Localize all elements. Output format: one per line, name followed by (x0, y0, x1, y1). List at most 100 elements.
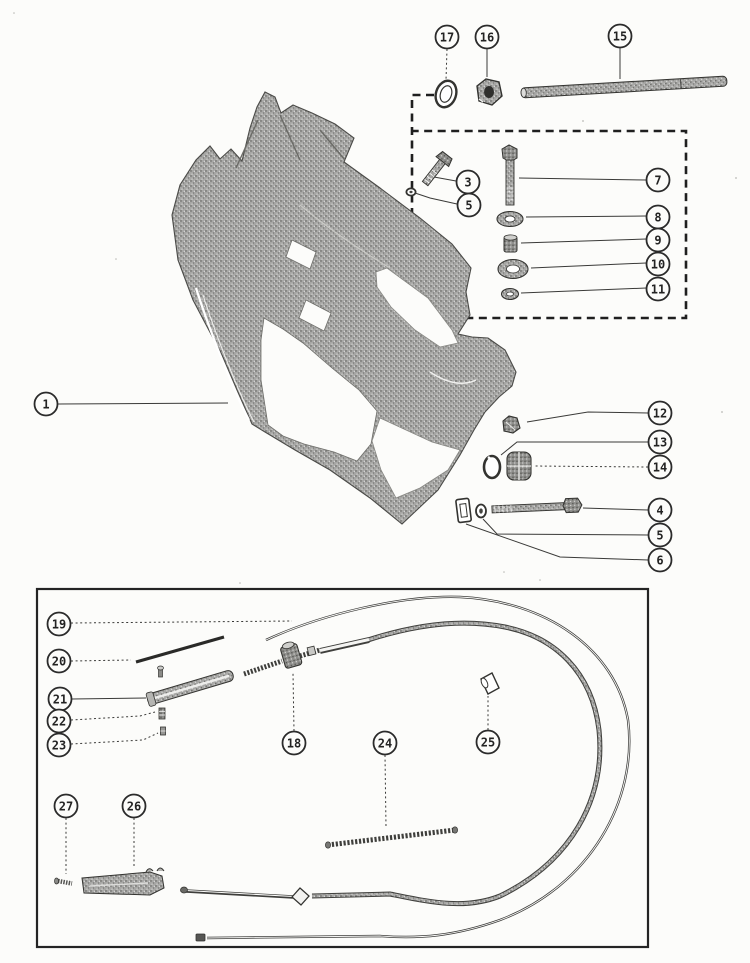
callout-leader (71, 697, 147, 700)
bracket-seam (299, 204, 391, 269)
tube-15 (520, 75, 728, 99)
callout-circle (121, 793, 147, 819)
callout-number: 26 (127, 799, 141, 813)
callout-leader (526, 411, 649, 423)
callout-25: 25 (475, 696, 501, 755)
mounting-bracket (171, 91, 517, 525)
guide-tube-21 (145, 665, 234, 707)
callout-number: 16 (480, 30, 494, 44)
bracket-center-opening (260, 317, 378, 462)
callout-5: 5 (482, 518, 673, 548)
bracket-body (171, 91, 517, 525)
callout-number: 3 (464, 175, 471, 189)
callout-leader (533, 465, 649, 468)
callout-10: 10 (530, 251, 671, 277)
callout-circle (46, 708, 72, 734)
callout-number: 10 (651, 257, 665, 271)
washer-17 (434, 79, 458, 109)
callout-number: 24 (378, 736, 392, 750)
callout-16: 16 (474, 24, 500, 77)
callout-circle (645, 251, 671, 277)
cable-housing-texture (311, 621, 602, 906)
nut-12 (502, 415, 521, 434)
callout-leader (384, 754, 387, 828)
bracket-foot-seam (429, 371, 477, 384)
callout-leader (57, 402, 229, 405)
bracket-lower-gap (371, 417, 461, 499)
callout-11: 11 (520, 276, 671, 302)
callout-leader (582, 507, 649, 511)
callout-12: 12 (526, 400, 673, 426)
callout-number: 6 (656, 553, 663, 567)
bolt-4 (491, 497, 583, 514)
callout-leader (70, 732, 159, 745)
callout-circle (645, 227, 671, 253)
callout-17: 17 (434, 24, 460, 81)
callout-circle (434, 24, 460, 50)
callout-leader (433, 176, 457, 182)
callout-circle (647, 547, 673, 573)
callout-leader (70, 711, 156, 721)
fitting-22 (158, 707, 166, 720)
callout-24: 24 (372, 730, 398, 828)
callout-1: 1 (33, 391, 229, 417)
callout-circle (281, 730, 307, 756)
callout-21: 21 (47, 686, 147, 712)
spacer-14 (506, 451, 532, 481)
scan-specks (13, 12, 737, 584)
callout-circle (474, 24, 500, 50)
cable-connector-nub (306, 645, 317, 657)
callout-leader (518, 177, 647, 181)
cable-core-highlight (206, 596, 630, 939)
callout-number: 22 (52, 714, 66, 728)
callout-number: 9 (654, 233, 661, 247)
callout-leader (414, 192, 458, 205)
clip-6 (455, 497, 472, 524)
callout-circle (46, 648, 72, 674)
callout-circle (33, 391, 59, 417)
callout-18: 18 (281, 672, 307, 756)
bracket-upper-right-notch (375, 267, 459, 348)
callout-4: 4 (582, 497, 673, 523)
guide-screw (157, 665, 164, 678)
callout-leader (70, 659, 132, 662)
callout-circle (607, 23, 633, 49)
threaded-rod-24 (325, 826, 458, 849)
callout-number: 17 (440, 30, 454, 44)
callout-number: 21 (53, 692, 67, 706)
callout-13: 13 (500, 429, 673, 456)
cable-threaded-end (243, 658, 283, 677)
callout-leader (520, 287, 647, 294)
callout-leader (525, 215, 647, 218)
callout-number: 13 (653, 435, 667, 449)
washer-13 (482, 454, 502, 480)
callout-number: 20 (52, 654, 66, 668)
cable-anchor-18 (280, 641, 303, 669)
callout-leader (292, 672, 295, 732)
callout-number: 19 (52, 617, 66, 631)
callout-leader (482, 518, 649, 536)
cable-lower-run-highlight (185, 889, 294, 898)
callout-number: 5 (656, 528, 663, 542)
callout-number: 23 (52, 738, 66, 752)
cable-core-end-cap (195, 933, 206, 942)
callout-number: 4 (656, 503, 663, 517)
callout-number: 8 (654, 210, 661, 224)
callout-6: 6 (465, 523, 673, 573)
callout-circle (372, 730, 398, 756)
callout-number: 1 (42, 397, 49, 411)
callout-27: 27 (53, 793, 79, 874)
washer-8 (496, 210, 524, 228)
cable-guide-26 (81, 867, 165, 896)
callout-leader (500, 441, 648, 456)
callout-number: 11 (651, 282, 665, 296)
callout-22: 22 (46, 708, 156, 734)
callout-14: 14 (533, 454, 673, 480)
callout-leader (520, 238, 647, 244)
cone-ferrule-25 (480, 672, 500, 695)
callout-7: 7 (518, 167, 671, 193)
cable-swivel-fitting (291, 887, 310, 906)
pin-20 (135, 635, 225, 664)
